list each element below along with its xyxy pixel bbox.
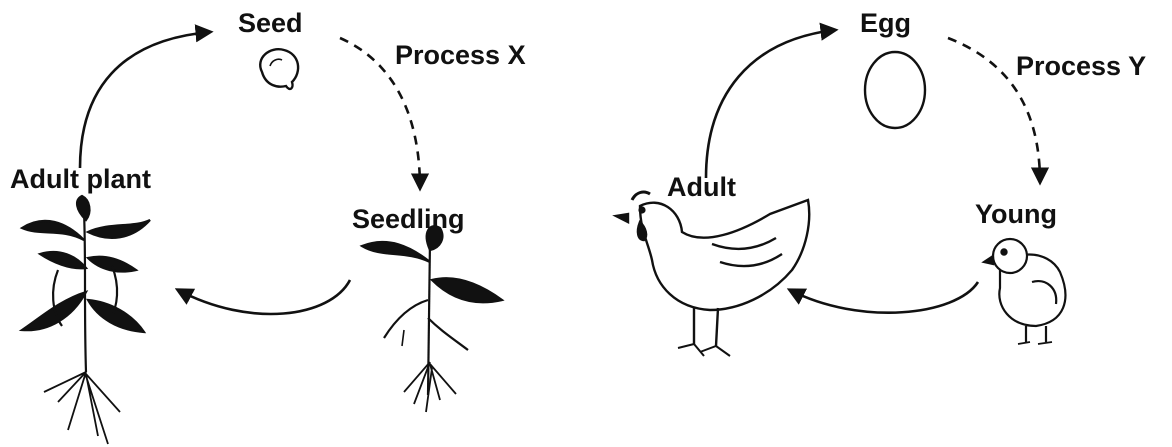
seed-icon bbox=[260, 49, 298, 89]
arrow-seedling-to-adult bbox=[178, 280, 350, 314]
hen-icon bbox=[616, 192, 809, 356]
adult-plant-icon bbox=[22, 196, 150, 444]
egg-icon bbox=[865, 52, 925, 128]
process-y-label: Process Y bbox=[1016, 53, 1146, 80]
adult-plant-label: Adult plant bbox=[10, 166, 151, 193]
seedling-label: Seedling bbox=[352, 206, 465, 233]
arrow-young-to-adult bbox=[790, 282, 978, 313]
chick-icon bbox=[984, 239, 1065, 344]
young-label: Young bbox=[975, 201, 1057, 228]
egg-label: Egg bbox=[860, 10, 911, 37]
process-x-label: Process X bbox=[395, 42, 526, 69]
adult-label: Adult bbox=[667, 174, 736, 201]
seedling-plant-icon bbox=[362, 226, 502, 412]
seed-label: Seed bbox=[238, 10, 303, 37]
arrow-adult-to-seed bbox=[80, 32, 210, 168]
arrow-adult-to-egg bbox=[706, 30, 835, 178]
